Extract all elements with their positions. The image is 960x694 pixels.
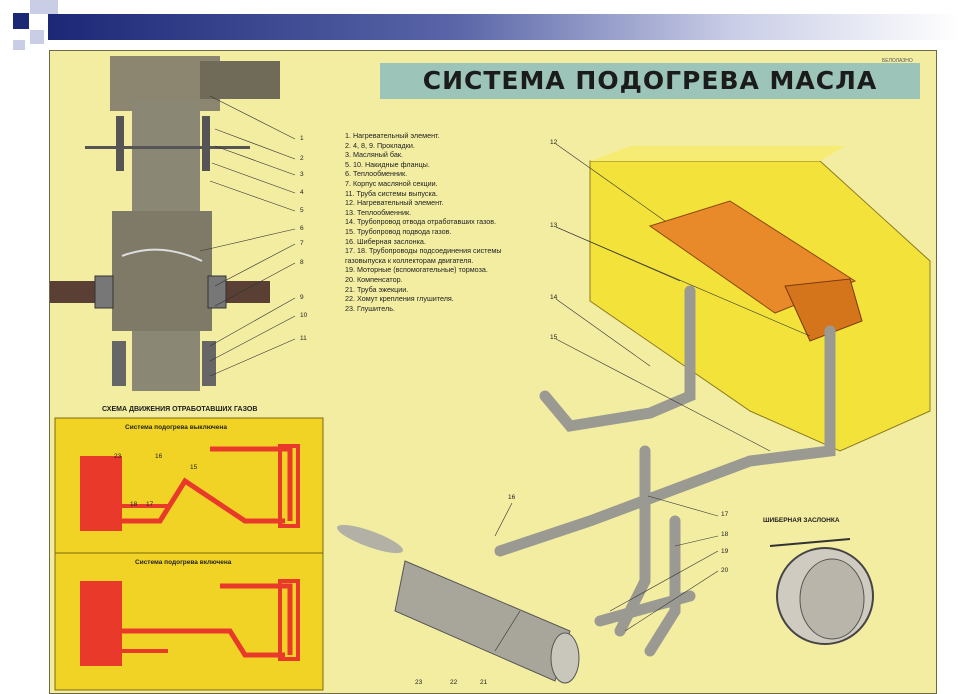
legend-item: 22. Хомут крепления глушителя. — [345, 294, 454, 304]
scheme-callout: 17 — [146, 501, 154, 508]
corner-square-light — [44, 0, 58, 14]
oil-tank-drawing — [589, 146, 931, 452]
exhaust-piping — [494, 285, 836, 657]
legend-item: 19. Моторные (вспомогательные) тормоза. — [345, 265, 488, 275]
callout-number: 10 — [300, 312, 308, 319]
scheme-off-label: Система подогрева выключена — [125, 424, 227, 431]
legend-list: 1. Нагревательный элемент. 2. 4, 8, 9. П… — [345, 131, 565, 313]
main-leader-lines — [494, 143, 811, 652]
callout-number: 23 — [415, 679, 423, 686]
callout-number: 11 — [300, 335, 307, 342]
callout-number: 18 — [721, 531, 729, 538]
scheme-title: СХЕМА ДВИЖЕНИЯ ОТРАБОТАВШИХ ГАЗОВ — [102, 406, 258, 413]
callout-number: 8 — [300, 259, 304, 266]
corner-square-light — [30, 0, 44, 14]
callout-number: 5 — [300, 207, 304, 214]
legend-item: 11. Труба системы выпуска. — [345, 188, 438, 198]
callout-number: 21 — [480, 679, 488, 686]
legend-item: 21. Труба эжекции. — [345, 284, 409, 294]
scheme-callout: 23 — [114, 453, 122, 460]
poster-title: СИСТЕМА ПОДОГРЕВА МАСЛА — [422, 66, 878, 95]
callout-number: 1 — [300, 135, 304, 142]
callout-number: 9 — [300, 294, 304, 301]
scheme-on-label: Система подогрева включена — [135, 559, 232, 566]
callout-number: 20 — [721, 567, 729, 574]
poster-drawing — [50, 56, 931, 691]
callout-number: 12 — [550, 139, 558, 146]
muffler — [336, 524, 580, 684]
callout-number: 22 — [450, 679, 458, 686]
scheme-callout: 18 — [130, 501, 138, 508]
callout-number: 7 — [300, 240, 304, 247]
poster-photo: СИСТЕМА ПОДОГРЕВА МАСЛА БЕЛОЛАЗНО 1. Наг… — [49, 50, 937, 694]
callout-number: 19 — [721, 548, 729, 555]
legend-item: 17. 18. Трубопроводы подсоединения систе… — [345, 246, 502, 265]
legend-item: 1. Нагревательный элемент. — [345, 131, 440, 140]
corner-square-light — [30, 30, 44, 44]
callout-number: 16 — [508, 494, 516, 501]
callout-number: 3 — [300, 171, 304, 178]
legend-item: 7. Корпус масляной секции. — [345, 178, 438, 188]
legend-item: 6. Теплообменник. — [345, 169, 408, 179]
cross-section-drawing — [50, 56, 296, 391]
legend-item: 14. Трубопровод отвода отработавших газо… — [345, 217, 497, 227]
top-right-note: БЕЛОЛАЗНО — [882, 58, 913, 64]
callout-number: 6 — [300, 225, 304, 232]
gas-flow-scheme — [54, 417, 324, 691]
legend-item: 20. Компенсатор. — [345, 274, 403, 284]
legend-item: 15. Трубопровод подвода газов. — [345, 226, 452, 236]
damper-detail — [769, 538, 874, 645]
title-bar — [48, 14, 960, 40]
callout-number: 4 — [300, 189, 304, 196]
damper-title: ШИБЕРНАЯ ЗАСЛОНКА — [763, 517, 840, 524]
legend-item: 13. Теплообменник. — [345, 207, 412, 217]
callout-number: 15 — [550, 334, 558, 341]
legend-item: 12. Нагревательный элемент. — [345, 198, 444, 208]
legend-item: 16. Шиберная заслонка. — [345, 236, 426, 246]
scheme-callout: 16 — [155, 453, 163, 460]
legend-item: 3. Масляный бак. — [345, 150, 403, 160]
legend-item: 23. Глушитель. — [345, 303, 395, 313]
callout-number: 14 — [550, 294, 558, 301]
corner-square-dark — [13, 13, 29, 29]
corner-square-mid — [13, 40, 25, 50]
callout-number: 17 — [721, 511, 729, 518]
callout-number: 13 — [550, 222, 558, 229]
legend-item: 2. 4, 8, 9. Прокладки. — [345, 140, 415, 150]
callout-number: 2 — [300, 155, 304, 162]
scheme-callout: 15 — [190, 464, 198, 471]
legend-item: 5. 10. Накидные фланцы. — [345, 159, 430, 169]
title-band — [380, 63, 920, 99]
